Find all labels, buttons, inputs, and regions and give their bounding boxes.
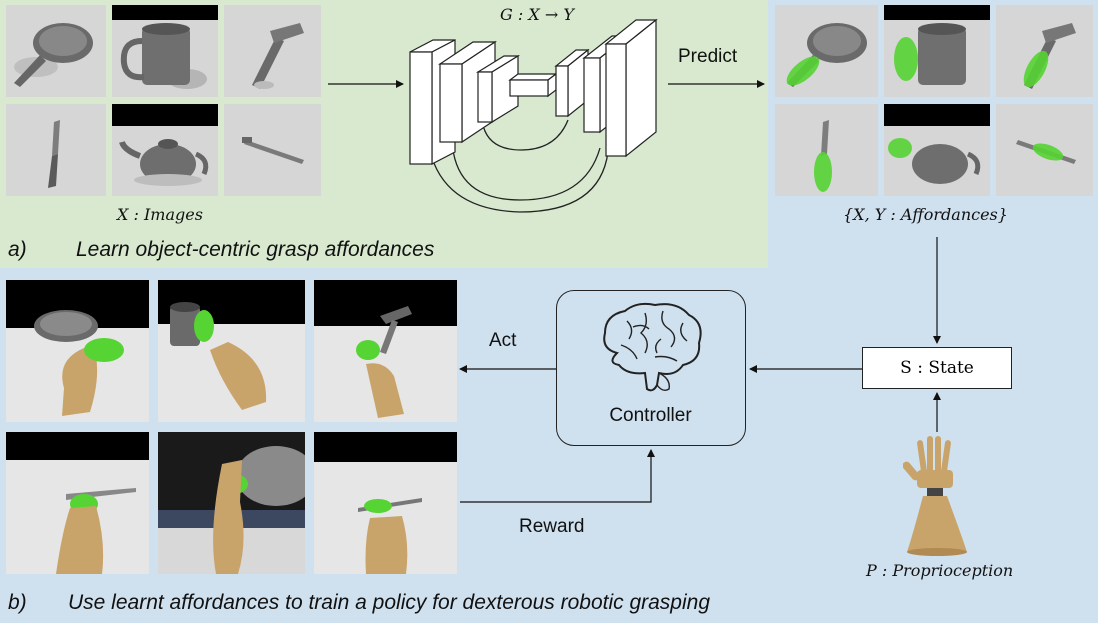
arrow-reward xyxy=(460,449,655,503)
image-knife xyxy=(6,104,106,196)
image-toothbrush xyxy=(224,104,321,196)
grasp-knife xyxy=(6,432,149,574)
act-label: Act xyxy=(489,330,517,351)
skip-connection-outer xyxy=(451,139,601,201)
image-teapot xyxy=(112,104,218,196)
caption-a-text: Learn object-centric grasp affordances xyxy=(76,238,435,261)
controller-label: Controller xyxy=(609,405,692,426)
grasp-mug xyxy=(158,280,305,422)
affordance-toothbrush xyxy=(996,104,1093,196)
skip-connection-middle xyxy=(481,119,569,151)
grasp-frying-pan xyxy=(6,280,149,422)
caption-b-text: Use learnt affordances to train a policy… xyxy=(68,591,711,614)
affordance-hammer xyxy=(996,5,1093,97)
grasp-hammer xyxy=(314,280,457,422)
brain-icon xyxy=(603,302,702,392)
proprioception-label: P : Proprioception xyxy=(866,561,1014,580)
state-box: S : State xyxy=(862,347,1012,389)
network-label: G : X → Y xyxy=(500,5,574,24)
unet-blocks xyxy=(409,18,658,165)
affordance-mug xyxy=(884,5,990,97)
image-frying-pan xyxy=(6,5,106,97)
image-hammer xyxy=(224,5,321,97)
robot-hand-icon xyxy=(903,436,967,556)
grasp-toothbrush xyxy=(314,432,457,574)
state-label: S : State xyxy=(900,358,974,378)
images-label: X : Images xyxy=(117,205,203,224)
affordance-teapot xyxy=(884,104,990,196)
predict-label: Predict xyxy=(678,46,738,67)
affordances-label: {X, Y : Affordances} xyxy=(843,205,1008,224)
image-mug xyxy=(112,5,218,97)
skip-connection-inner xyxy=(429,150,609,213)
grasp-teapot xyxy=(158,432,305,574)
caption-a-letter: a) xyxy=(8,238,27,261)
affordance-knife xyxy=(775,104,878,196)
caption-b-letter: b) xyxy=(8,591,27,614)
reward-label: Reward xyxy=(519,516,585,537)
controller-box: Controller xyxy=(556,290,746,446)
affordance-frying-pan xyxy=(775,5,878,97)
